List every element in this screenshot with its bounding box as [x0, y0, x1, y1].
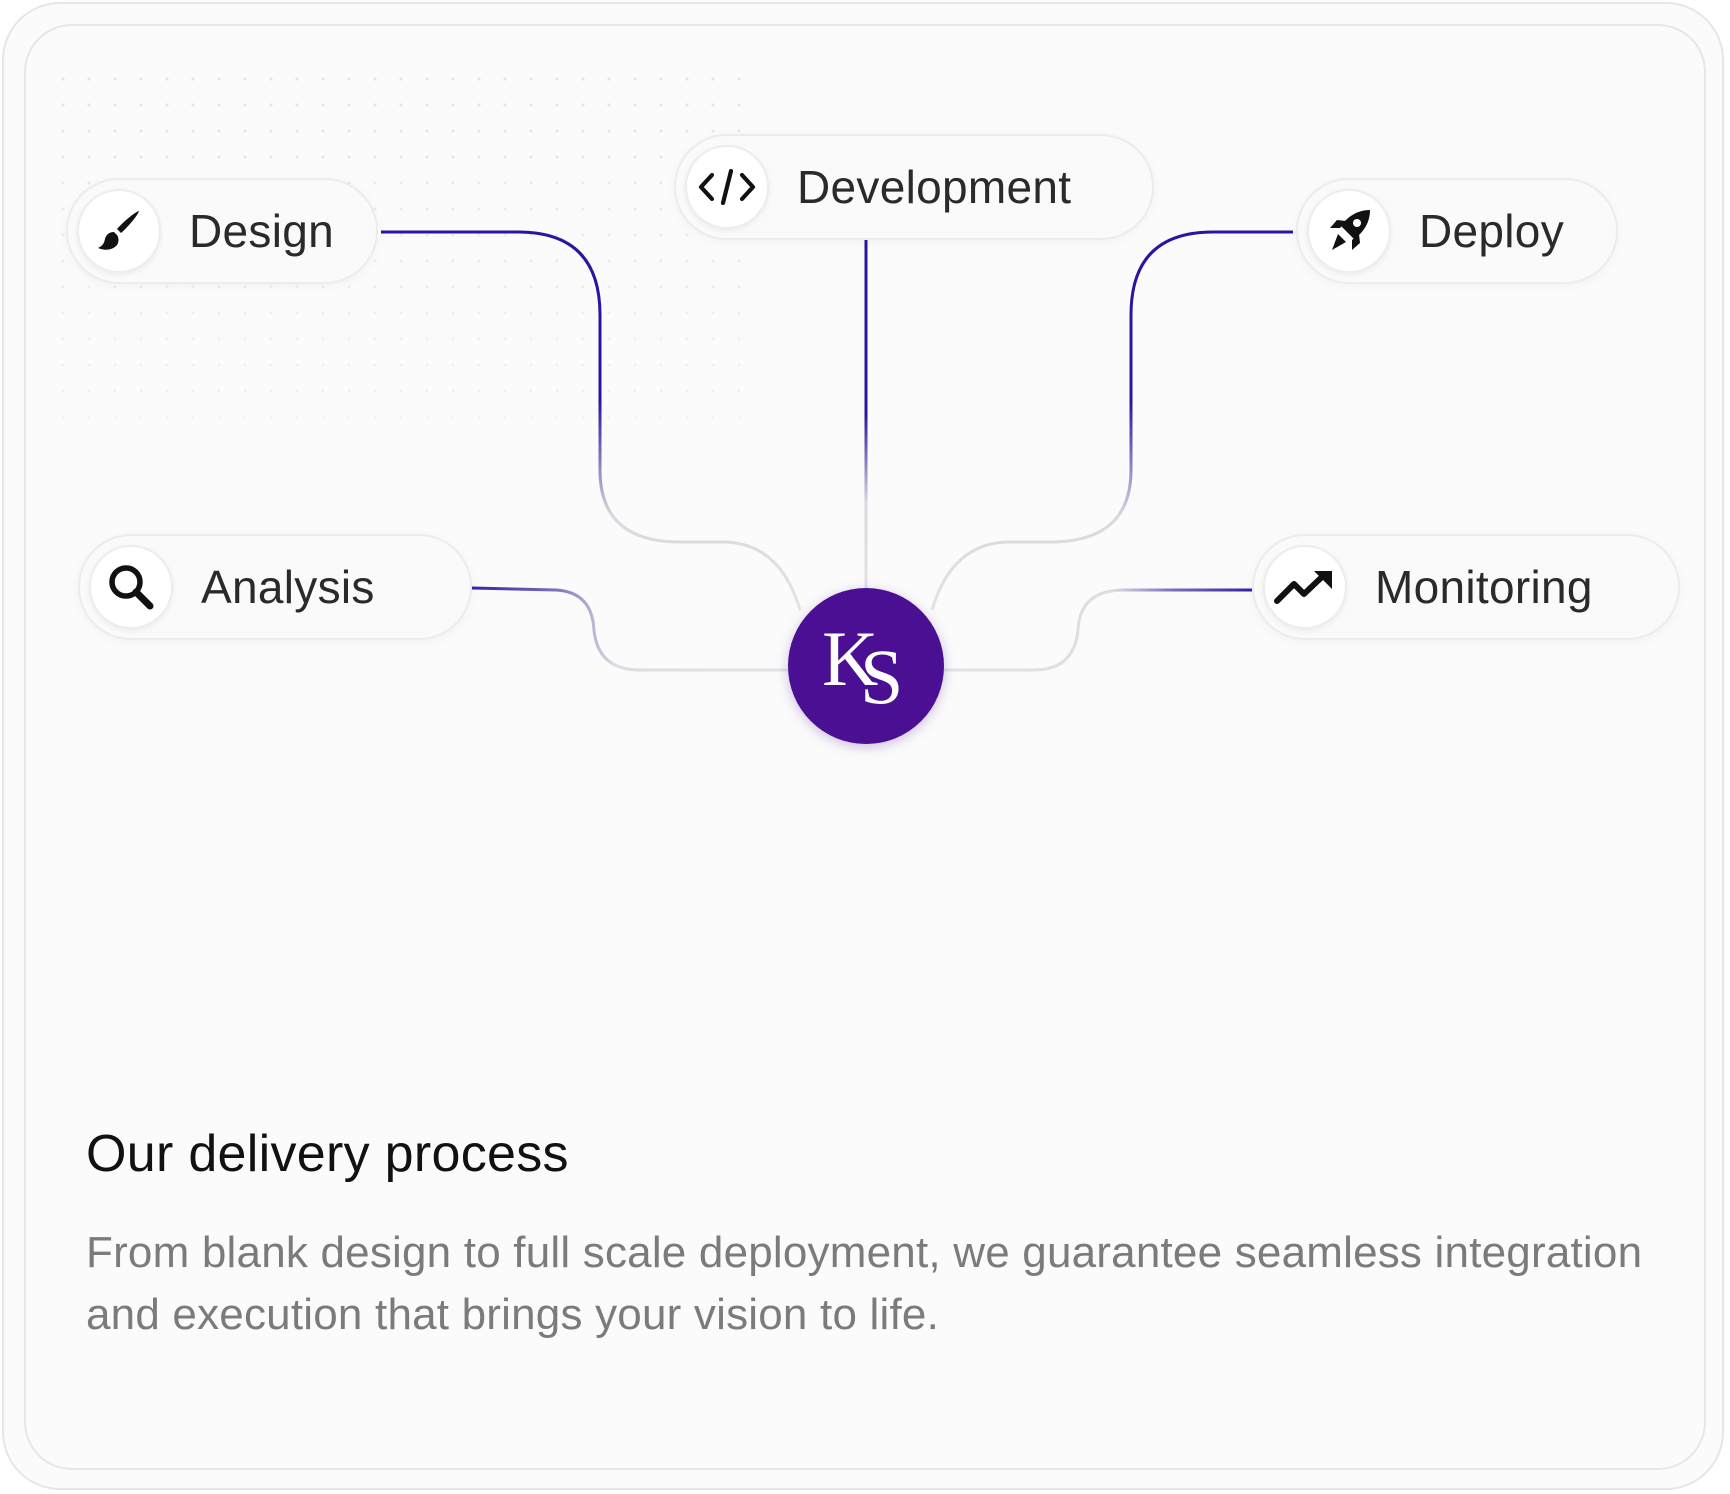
hub-logo: K S [788, 588, 944, 744]
node-label: Monitoring [1375, 561, 1593, 613]
rocket-icon [1330, 210, 1370, 250]
node-deploy[interactable]: Deploy [1296, 178, 1618, 284]
connector-monitoring [942, 588, 1252, 672]
node-design[interactable]: Design [66, 178, 378, 284]
icon-circle [1263, 545, 1347, 629]
monogram-k: K [822, 615, 879, 702]
connector-design [381, 230, 802, 611]
code-icon [698, 168, 756, 206]
icon-circle [685, 145, 769, 229]
trending-up-icon [1274, 571, 1332, 604]
node-label: Design [189, 205, 334, 257]
node-label: Deploy [1419, 205, 1564, 257]
connector-analysis [471, 586, 790, 672]
icon-circle [89, 545, 173, 629]
node-monitoring[interactable]: Monitoring [1252, 534, 1680, 640]
paintbrush-icon [98, 211, 139, 250]
section-description: From blank design to full scale deployme… [86, 1228, 1643, 1339]
icon-circle [1307, 189, 1391, 273]
connector-deploy [930, 230, 1293, 611]
node-development[interactable]: Development [674, 134, 1154, 240]
node-analysis[interactable]: Analysis [78, 534, 472, 640]
section-title: Our delivery process [86, 1125, 569, 1183]
monogram-s: S [860, 633, 904, 720]
node-label: Analysis [201, 561, 375, 613]
hub-monogram: K S [816, 616, 916, 716]
search-icon [109, 565, 154, 610]
icon-circle [77, 189, 161, 273]
node-label: Development [797, 161, 1072, 213]
